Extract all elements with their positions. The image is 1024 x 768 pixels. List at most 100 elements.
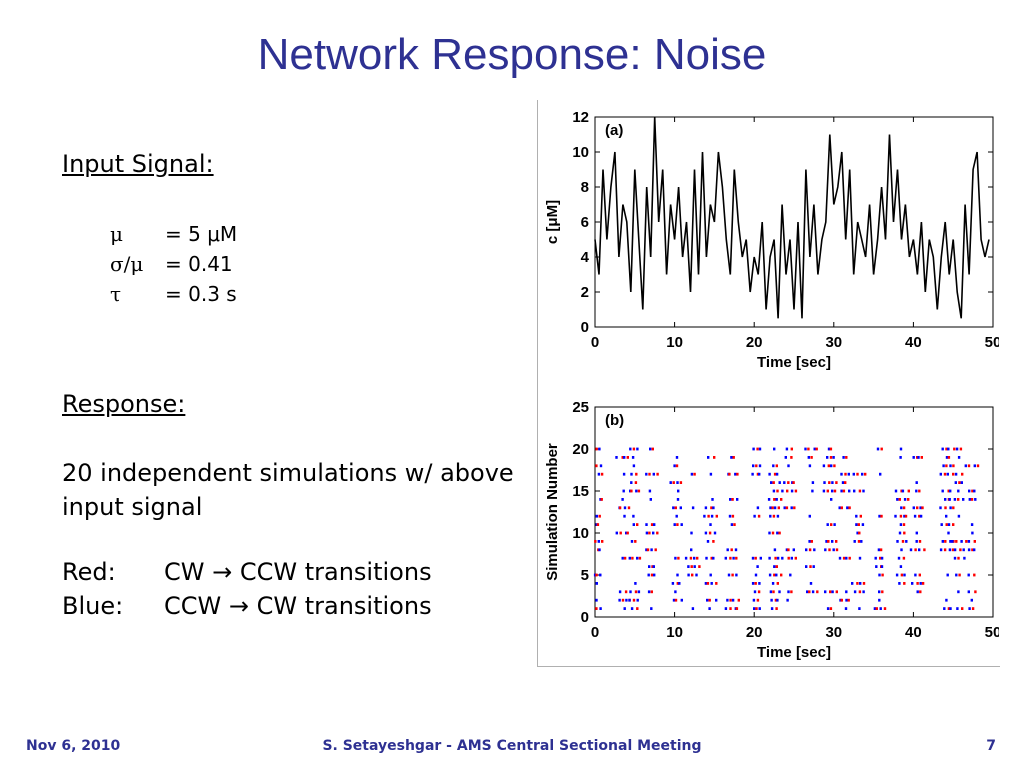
- chart-b-transition-point: [781, 556, 784, 560]
- chart-b-transition-point: [636, 556, 639, 560]
- chart-b-transition-point: [827, 464, 830, 468]
- chart-b-transition-point: [858, 489, 862, 493]
- chart-b-transition-point: [675, 456, 679, 459]
- chart-b-transition-point: [839, 598, 842, 602]
- chart-b-transition-point: [650, 573, 654, 577]
- chart-b-transition-point: [844, 607, 848, 610]
- chart-b-transition-point: [676, 573, 679, 577]
- chart-b-transition-point: [831, 481, 834, 484]
- chart-b-transition-point: [773, 498, 776, 501]
- chart-b-transition-point: [775, 573, 778, 577]
- red-text: CW → CCW transitions: [164, 558, 432, 586]
- blue-legend: Blue:CCW → CW transitions: [62, 592, 432, 620]
- chart-b-transition-point: [693, 556, 696, 560]
- chart-b-transition-point: [831, 590, 834, 594]
- chart-b-transition-point: [672, 598, 676, 602]
- chart-b-transition-point: [709, 573, 712, 577]
- chart-b-transition-point: [630, 607, 634, 610]
- param-value: = 0.3 s: [165, 282, 237, 306]
- chart-b-transition-point: [706, 598, 709, 602]
- chart-b-transition-point: [647, 590, 651, 594]
- chart-b-transition-point: [811, 590, 815, 594]
- chart-b-transition-point: [824, 548, 827, 552]
- chart-b-transition-point: [939, 548, 943, 552]
- chart-b-transition-point: [621, 598, 625, 602]
- chart-b-transition-point: [947, 489, 950, 493]
- chart-b-transition-point: [810, 540, 813, 543]
- chart-b-transition-point: [853, 590, 857, 594]
- chart-b-transition-point: [964, 464, 967, 468]
- chart-b-transition-point: [845, 456, 848, 459]
- chart-b-transition-point: [826, 523, 829, 526]
- chart-b-transition-point: [729, 498, 732, 501]
- chart-b-transition-point: [618, 506, 622, 510]
- chart-b-transition-point: [847, 472, 850, 476]
- chart-b-transition-point: [900, 506, 903, 510]
- chart-b-transition-point: [596, 523, 600, 526]
- chart-b-transition-point: [773, 506, 777, 510]
- chart-b-transition-point: [756, 506, 760, 510]
- chart-b-transition-point: [945, 598, 948, 602]
- chart-b-transition-point: [941, 540, 944, 543]
- chart-b-transition-point: [957, 514, 961, 518]
- chart-b-transition-point: [646, 548, 650, 552]
- chart-b-transition-point: [637, 590, 641, 594]
- chart-b-transition-point: [754, 582, 757, 585]
- chart-b-transition-point: [695, 573, 698, 577]
- chart-b-transition-point: [944, 540, 947, 543]
- chart-b-transition-point: [593, 573, 597, 577]
- chart-b-transition-point: [915, 481, 918, 484]
- chart-b-y-tick-label: 0: [581, 609, 589, 626]
- chart-b-transition-point: [915, 531, 918, 535]
- chart-b-transition-point: [627, 506, 631, 510]
- chart-b-transition-point: [907, 489, 910, 493]
- chart-b-transition-point: [958, 573, 961, 577]
- chart-b-transition-point: [674, 590, 677, 594]
- chart-b-transition-point: [847, 598, 850, 602]
- chart-b-transition-point: [632, 598, 636, 602]
- chart-b-transition-point: [756, 565, 759, 568]
- chart-a-x-tick-label: 50: [985, 334, 999, 351]
- chart-b-transition-point: [844, 481, 847, 484]
- chart-b-transition-point: [856, 472, 859, 476]
- chart-a-y-tick-label: 6: [581, 214, 589, 231]
- chart-b-transition-point: [951, 540, 954, 543]
- chart-b-panel-label: (b): [605, 412, 624, 429]
- chart-b-transition-point: [672, 506, 675, 510]
- response-description: 20 independent simulations w/ above inpu…: [62, 459, 514, 521]
- chart-b-transition-point: [636, 598, 639, 602]
- chart-b-transition-point: [894, 489, 898, 493]
- chart-b-transition-point: [918, 548, 921, 552]
- chart-b-transition-point: [947, 523, 951, 526]
- chart-b-transition-point: [615, 531, 618, 535]
- chart-b-transition-point: [628, 556, 631, 560]
- chart-b-transition-point: [901, 540, 905, 543]
- chart-b-transition-point: [899, 514, 903, 518]
- chart-b-transition-point: [829, 447, 833, 451]
- chart-b-transition-point: [634, 540, 637, 543]
- chart-b-transition-point: [946, 472, 949, 476]
- figure-frame: [537, 100, 1000, 667]
- chart-b-transition-point: [830, 498, 833, 501]
- chart-b-transition-point: [962, 548, 965, 552]
- chart-b-transition-point: [952, 464, 955, 468]
- chart-b-transition-point: [768, 573, 772, 577]
- chart-b-transition-point: [729, 598, 732, 602]
- chart-b-transition-point: [916, 590, 919, 594]
- chart-b-transition-point: [835, 481, 838, 484]
- chart-b-transition-point: [710, 506, 713, 510]
- chart-b-transition-point: [730, 548, 733, 552]
- chart-b-transition-point: [691, 607, 695, 610]
- chart-b-transition-point: [634, 481, 638, 484]
- chart-b-transition-point: [923, 548, 926, 552]
- chart-b-transition-point: [968, 607, 971, 610]
- chart-a-series-line: [594, 116, 990, 319]
- chart-b-transition-point: [753, 590, 757, 594]
- chart-b-transition-point: [703, 514, 706, 518]
- chart-b-transition-point: [687, 573, 690, 577]
- chart-b-transition-point: [794, 489, 798, 493]
- chart-b-transition-point: [691, 506, 695, 510]
- chart-b-transition-point: [921, 582, 925, 585]
- chart-b-transition-point: [755, 607, 758, 610]
- chart-b-transition-point: [600, 472, 604, 476]
